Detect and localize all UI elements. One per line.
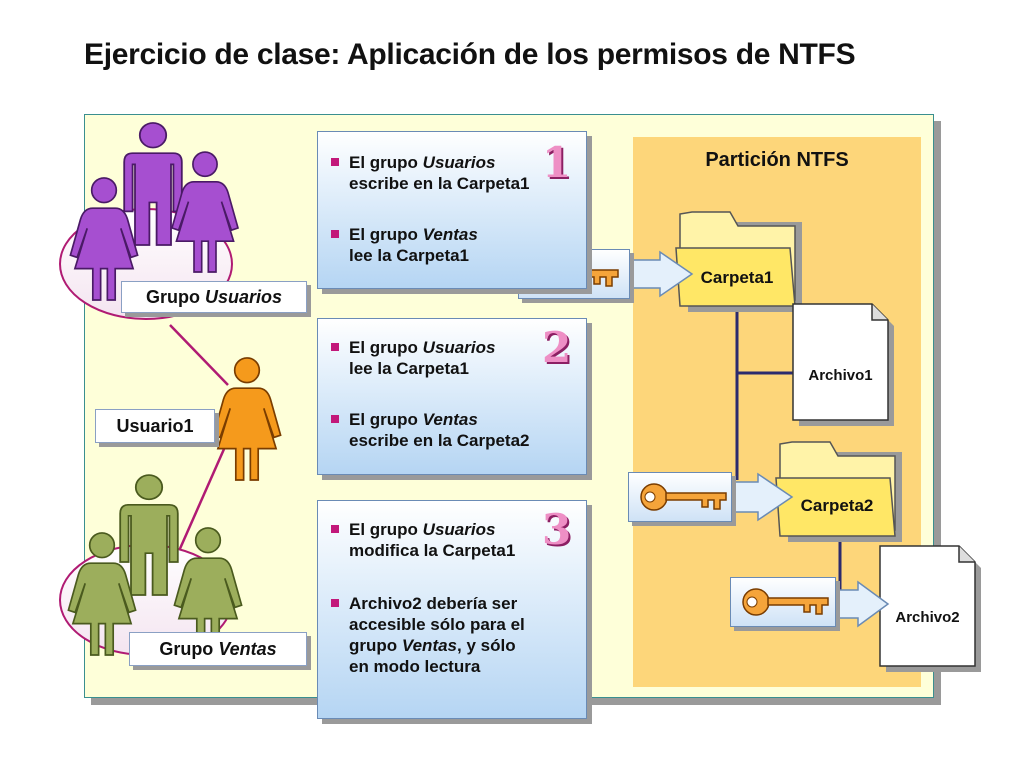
carpeta1-label: Carpeta1	[700, 268, 774, 287]
arrow-to-carpeta1-icon	[627, 250, 694, 298]
bullet-text: El grupo	[349, 410, 423, 429]
bullet-square-icon	[331, 343, 339, 351]
bullet-text: escribe en la Carpeta1	[349, 174, 530, 193]
group-ventas-label: Grupo Ventas	[129, 632, 307, 666]
bullet-text-italic: Ventas	[422, 410, 478, 429]
bullet-square-icon	[331, 158, 339, 166]
bullet-text: El grupo	[349, 225, 423, 244]
bullet-text-italic: Usuarios	[422, 520, 496, 539]
bullet-text-italic: Ventas	[422, 225, 478, 244]
connector-ventas	[173, 439, 230, 561]
bullet-text: en modo lectura	[349, 657, 481, 676]
arrow-to-carpeta2-icon	[729, 472, 794, 522]
bullet-square-icon	[331, 415, 339, 423]
usuario1-label: Usuario1	[95, 409, 215, 443]
tree-connectors	[735, 308, 842, 590]
bullet-text: escribe en la Carpeta2	[349, 431, 530, 450]
step-2-number: 2	[542, 323, 572, 372]
group-usuarios-prefix: Grupo	[145, 287, 205, 307]
step-2-box: 2 El grupo Usuarios lee la Carpeta1 El g…	[317, 318, 587, 475]
bullet-text: modifica la Carpeta1	[349, 541, 516, 560]
bullet-text: lee la Carpeta1	[349, 359, 470, 378]
step-1-number: 1	[542, 138, 572, 187]
step-1-box: 1 El grupo Usuarios escribe en la Carpet…	[317, 131, 587, 289]
bullet-text: accesible sólo para el	[349, 615, 525, 634]
bullet-square-icon	[331, 599, 339, 607]
group-ventas-name: Ventas	[218, 639, 277, 659]
archivo2-label: Archivo2	[895, 609, 960, 626]
group-ventas-prefix: Grupo	[159, 639, 219, 659]
arrow-to-archivo2-icon	[833, 580, 890, 628]
group-usuarios-label: Grupo Usuarios	[121, 281, 307, 313]
step-2-bullet-2: El grupo Ventas escribe en la Carpeta2	[331, 409, 529, 451]
slide-title: Ejercicio de clase: Aplicación de los pe…	[84, 38, 856, 71]
key-icon	[640, 483, 727, 511]
carpeta1-folder-icon	[675, 211, 802, 312]
step-1-bullet-1: El grupo Usuarios escribe en la Carpeta1	[331, 152, 529, 194]
step-3-number: 3	[542, 505, 572, 554]
key-icon	[742, 588, 829, 616]
step-2-bullet-1: El grupo Usuarios lee la Carpeta1	[331, 337, 495, 379]
bullet-text: lee la Carpeta1	[349, 246, 470, 265]
bullet-text: El grupo	[349, 338, 423, 357]
bullet-text: El grupo	[349, 520, 423, 539]
carpeta2-label: Carpeta2	[800, 496, 874, 515]
bullet-text: Archivo2 debería ser	[349, 594, 518, 613]
bullet-text-italic: Ventas	[401, 636, 458, 655]
bullet-text: , y sólo	[457, 636, 516, 655]
bullet-square-icon	[331, 230, 339, 238]
step-3-box: 3 El grupo Usuarios modifica la Carpeta1…	[317, 500, 587, 719]
step-1-bullet-2: El grupo Ventas lee la Carpeta1	[331, 224, 478, 266]
bullet-text: grupo	[349, 636, 402, 655]
connector-usuarios	[169, 324, 229, 386]
archivo1-file-icon	[792, 303, 894, 426]
bullet-square-icon	[331, 525, 339, 533]
step-3-bullet-1: El grupo Usuarios modifica la Carpeta1	[331, 519, 515, 561]
partition-title: Partición NTFS	[705, 149, 849, 171]
group-usuarios-name: Usuarios	[204, 287, 283, 307]
bullet-text-italic: Usuarios	[422, 153, 496, 172]
bullet-text: El grupo	[349, 153, 423, 172]
archivo1-label: Archivo1	[808, 367, 873, 384]
archivo2-file-icon	[879, 545, 981, 672]
step-3-bullet-2: Archivo2 debería ser accesible sólo para…	[331, 593, 525, 677]
bullet-text-italic: Usuarios	[422, 338, 496, 357]
